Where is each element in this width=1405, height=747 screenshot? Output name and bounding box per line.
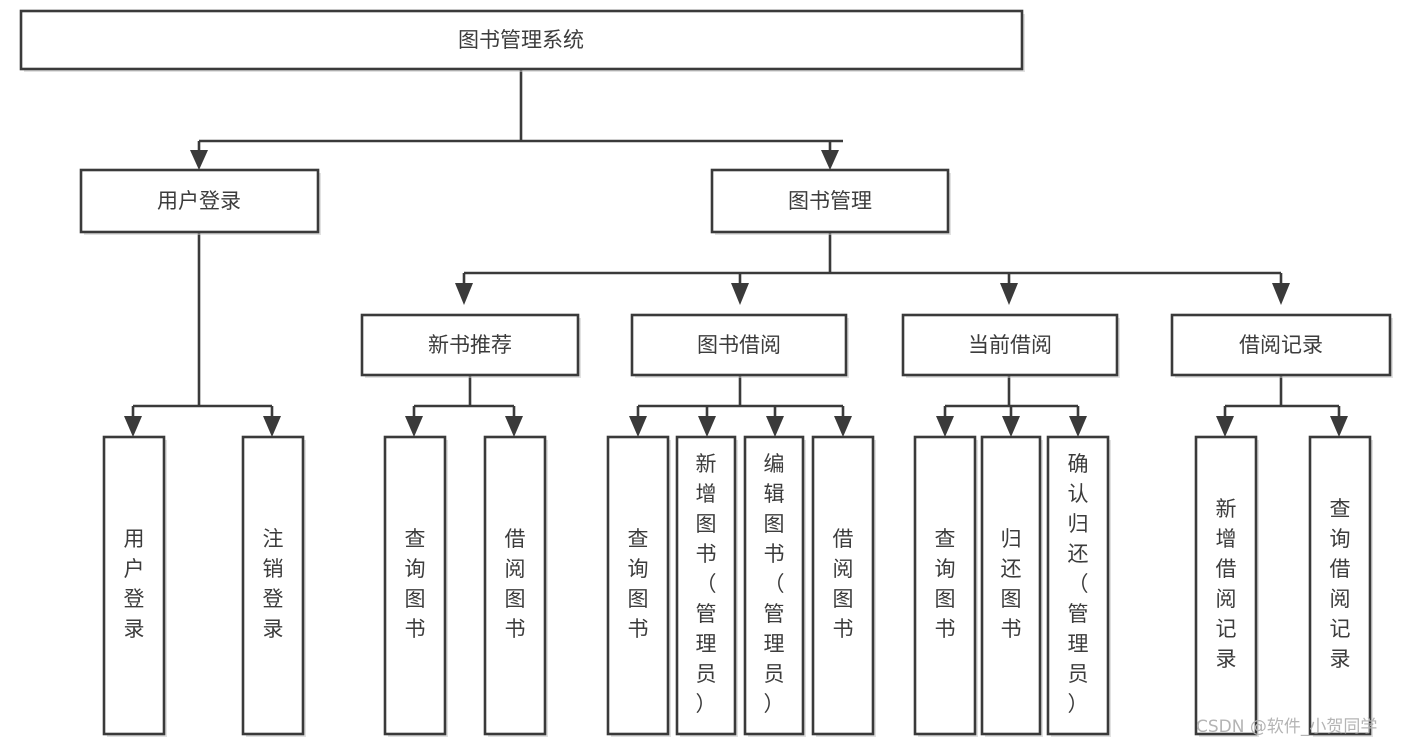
- leaf-node-current-query-book[interactable]: 查询图书: [913, 435, 978, 737]
- connector-book-management-to-level3: [455, 232, 1290, 305]
- leaf-node-borrow-query-book[interactable]: 查询图书: [606, 435, 671, 737]
- leaf-label-current-confirm-return: 确认归还（管理员）: [1068, 452, 1089, 716]
- leaf-node-user-login-signin[interactable]: 用户登录: [102, 435, 167, 737]
- connector-root-to-book-management: [821, 141, 839, 170]
- node-borrow-record[interactable]: 借阅记录: [1170, 313, 1393, 378]
- leaf-label-user-login-signout: 注销登录: [263, 527, 284, 641]
- connector-root-to-bus: [199, 69, 843, 143]
- leaf-node-user-login-signout[interactable]: 注销登录: [241, 435, 306, 737]
- leaf-label-recommend-query-book: 查询图书: [405, 527, 426, 641]
- node-book-management[interactable]: 图书管理: [710, 168, 951, 235]
- node-label-borrow-record: 借阅记录: [1239, 333, 1323, 357]
- node-label-user-login: 用户登录: [157, 189, 241, 213]
- node-current-borrow[interactable]: 当前借阅: [901, 313, 1120, 378]
- leaf-label-borrow-query-book: 查询图书: [628, 527, 649, 641]
- node-label-book-borrow: 图书借阅: [697, 333, 781, 357]
- leaf-label-recommend-borrow-book: 借阅图书: [505, 527, 526, 641]
- connector-user-login-to-leaves: [124, 232, 281, 437]
- leaf-node-borrow-edit-book[interactable]: 编辑图书（管理员）: [743, 435, 806, 737]
- leaf-node-current-confirm-return[interactable]: 确认归还（管理员）: [1046, 435, 1111, 737]
- node-label-new-book-recommend: 新书推荐: [428, 333, 512, 357]
- connector-layer: [124, 69, 1348, 437]
- node-book-borrow[interactable]: 图书借阅: [630, 313, 849, 378]
- leaf-node-borrow-lend-book[interactable]: 借阅图书: [811, 435, 876, 737]
- leaf-node-borrow-add-book[interactable]: 新增图书（管理员）: [675, 435, 738, 737]
- node-label-root: 图书管理系统: [458, 28, 584, 52]
- node-root-book-management-system[interactable]: 图书管理系统: [19, 9, 1025, 72]
- connector-borrow-record-to-leaves: [1216, 375, 1348, 437]
- leaf-label-borrow-lend-book: 借阅图书: [833, 527, 854, 641]
- leaf-node-recommend-query-book[interactable]: 查询图书: [383, 435, 448, 737]
- node-label-book-management: 图书管理: [788, 189, 872, 213]
- leaf-label-user-login-signin: 用户登录: [124, 527, 145, 641]
- leaf-label-record-query: 查询借阅记录: [1330, 497, 1351, 671]
- leaf-label-current-return-book: 归还图书: [1001, 527, 1022, 641]
- leaf-node-record-add[interactable]: 新增借阅记录: [1194, 435, 1259, 737]
- node-new-book-recommend[interactable]: 新书推荐: [360, 313, 581, 378]
- leaf-node-current-return-book[interactable]: 归还图书: [980, 435, 1043, 737]
- leaf-label-current-query-book: 查询图书: [935, 527, 956, 641]
- connector-root-to-user-login: [190, 141, 208, 170]
- connector-current-borrow-to-leaves: [936, 375, 1087, 437]
- leaf-label-borrow-edit-book: 编辑图书（管理员）: [764, 452, 785, 716]
- node-label-current-borrow: 当前借阅: [968, 333, 1052, 357]
- connector-book-borrow-to-leaves: [629, 375, 852, 437]
- connector-new-book-recommend-to-leaves: [405, 375, 523, 437]
- leaf-label-borrow-add-book: 新增图书（管理员）: [696, 452, 717, 716]
- leaf-label-record-add: 新增借阅记录: [1216, 497, 1237, 671]
- csdn-watermark: CSDN @软件_小贺同学: [1196, 717, 1377, 737]
- node-user-login[interactable]: 用户登录: [79, 168, 321, 235]
- leaf-node-recommend-borrow-book[interactable]: 借阅图书: [483, 435, 548, 737]
- leaf-node-record-query[interactable]: 查询借阅记录: [1308, 435, 1373, 737]
